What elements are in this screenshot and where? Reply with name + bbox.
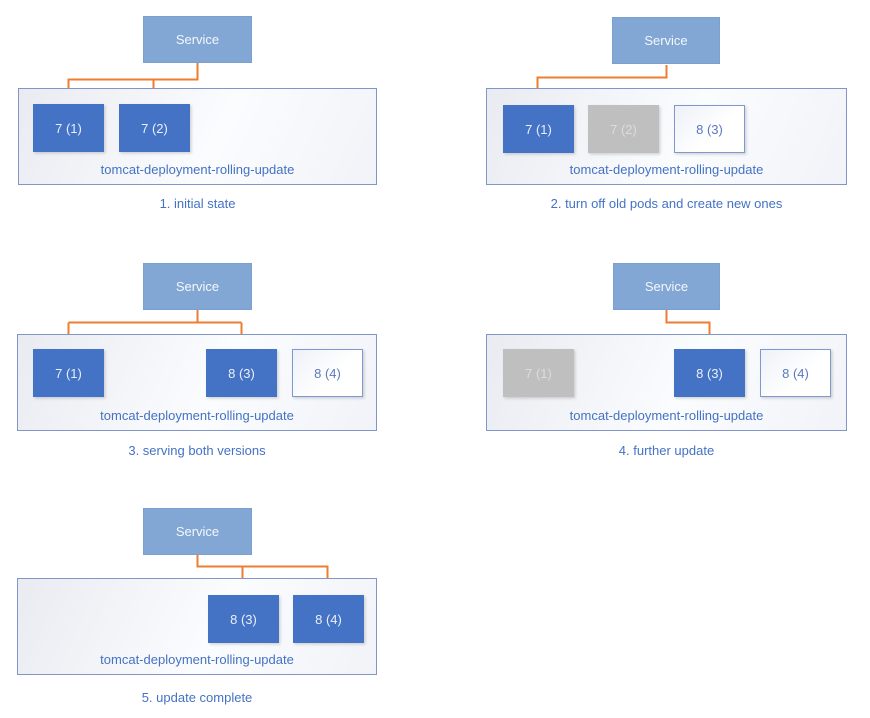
deployment-label: tomcat-deployment-rolling-update <box>569 408 764 423</box>
pod-box: 7 (2) <box>119 104 190 152</box>
pod-box: 8 (3) <box>208 595 279 643</box>
pod-box: 7 (1) <box>33 349 104 397</box>
deployment-box: 7 (1) 7 (2) tomcat-deployment-rolling-up… <box>18 88 377 185</box>
service-box: Service <box>143 508 252 555</box>
deployment-box: 7 (1) 7 (2) 8 (3) tomcat-deployment-roll… <box>486 88 847 185</box>
deployment-label: tomcat-deployment-rolling-update <box>569 162 764 177</box>
service-box: Service <box>612 17 720 64</box>
deployment-label: tomcat-deployment-rolling-update <box>100 652 294 667</box>
pod-box: 7 (1) <box>33 104 104 152</box>
deployment-label: tomcat-deployment-rolling-update <box>100 162 295 177</box>
panel-caption: 2. turn off old pods and create new ones <box>550 196 783 211</box>
panel-caption: 1. initial state <box>159 196 236 211</box>
service-box: Service <box>143 263 252 310</box>
pod-box: 7 (2) <box>588 105 659 153</box>
service-box: Service <box>613 263 720 310</box>
pod-box: 8 (4) <box>760 349 831 397</box>
pod-box: 8 (4) <box>292 349 363 397</box>
pod-box: 8 (4) <box>293 595 364 643</box>
pod-box: 8 (3) <box>674 105 745 153</box>
deployment-box: 7 (1) 8 (3) 8 (4) tomcat-deployment-roll… <box>17 334 377 431</box>
pod-box: 8 (3) <box>206 349 277 397</box>
deployment-label: tomcat-deployment-rolling-update <box>100 408 294 423</box>
deployment-box: 8 (3) 8 (4) tomcat-deployment-rolling-up… <box>17 578 377 675</box>
panel-caption: 4. further update <box>618 443 715 458</box>
panel-caption: 5. update complete <box>141 690 253 705</box>
deployment-box: 7 (1) 8 (3) 8 (4) tomcat-deployment-roll… <box>486 334 847 431</box>
service-box: Service <box>143 16 252 63</box>
pod-box: 7 (1) <box>503 105 574 153</box>
pod-box: 8 (3) <box>674 349 745 397</box>
pod-box: 7 (1) <box>503 349 574 397</box>
panel-caption: 3. serving both versions <box>128 443 266 458</box>
